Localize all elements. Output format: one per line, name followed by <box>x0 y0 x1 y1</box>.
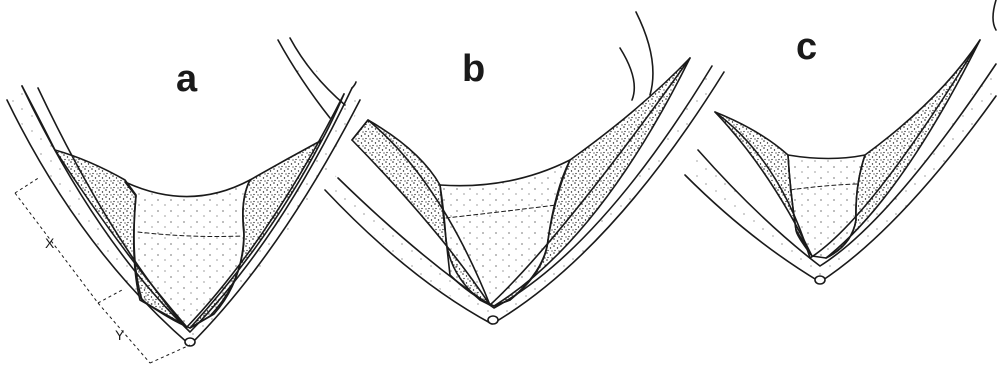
panel-a-drawing <box>5 82 362 346</box>
panel-c-drawing <box>685 0 996 284</box>
measurement-label-y: Y <box>115 328 124 342</box>
panel-b-tip <box>488 316 498 324</box>
panel-label-a: a <box>176 60 197 98</box>
bracket-y-bottom <box>150 345 190 363</box>
panel-a-central-area <box>125 180 250 328</box>
bracket-xy-divider <box>98 290 122 303</box>
panel-a-tip <box>185 338 195 346</box>
panel-b-left-arm <box>278 38 345 118</box>
panel-c-right-arm <box>993 0 996 30</box>
panel-label-c: c <box>796 28 817 66</box>
panel-b-drawing <box>278 12 724 324</box>
panel-b-right-arm <box>620 12 653 100</box>
panel-label-b: b <box>462 50 485 88</box>
panel-c-tip <box>815 276 825 284</box>
bracket-x-top <box>15 177 40 193</box>
measurement-label-x: X <box>45 236 54 250</box>
